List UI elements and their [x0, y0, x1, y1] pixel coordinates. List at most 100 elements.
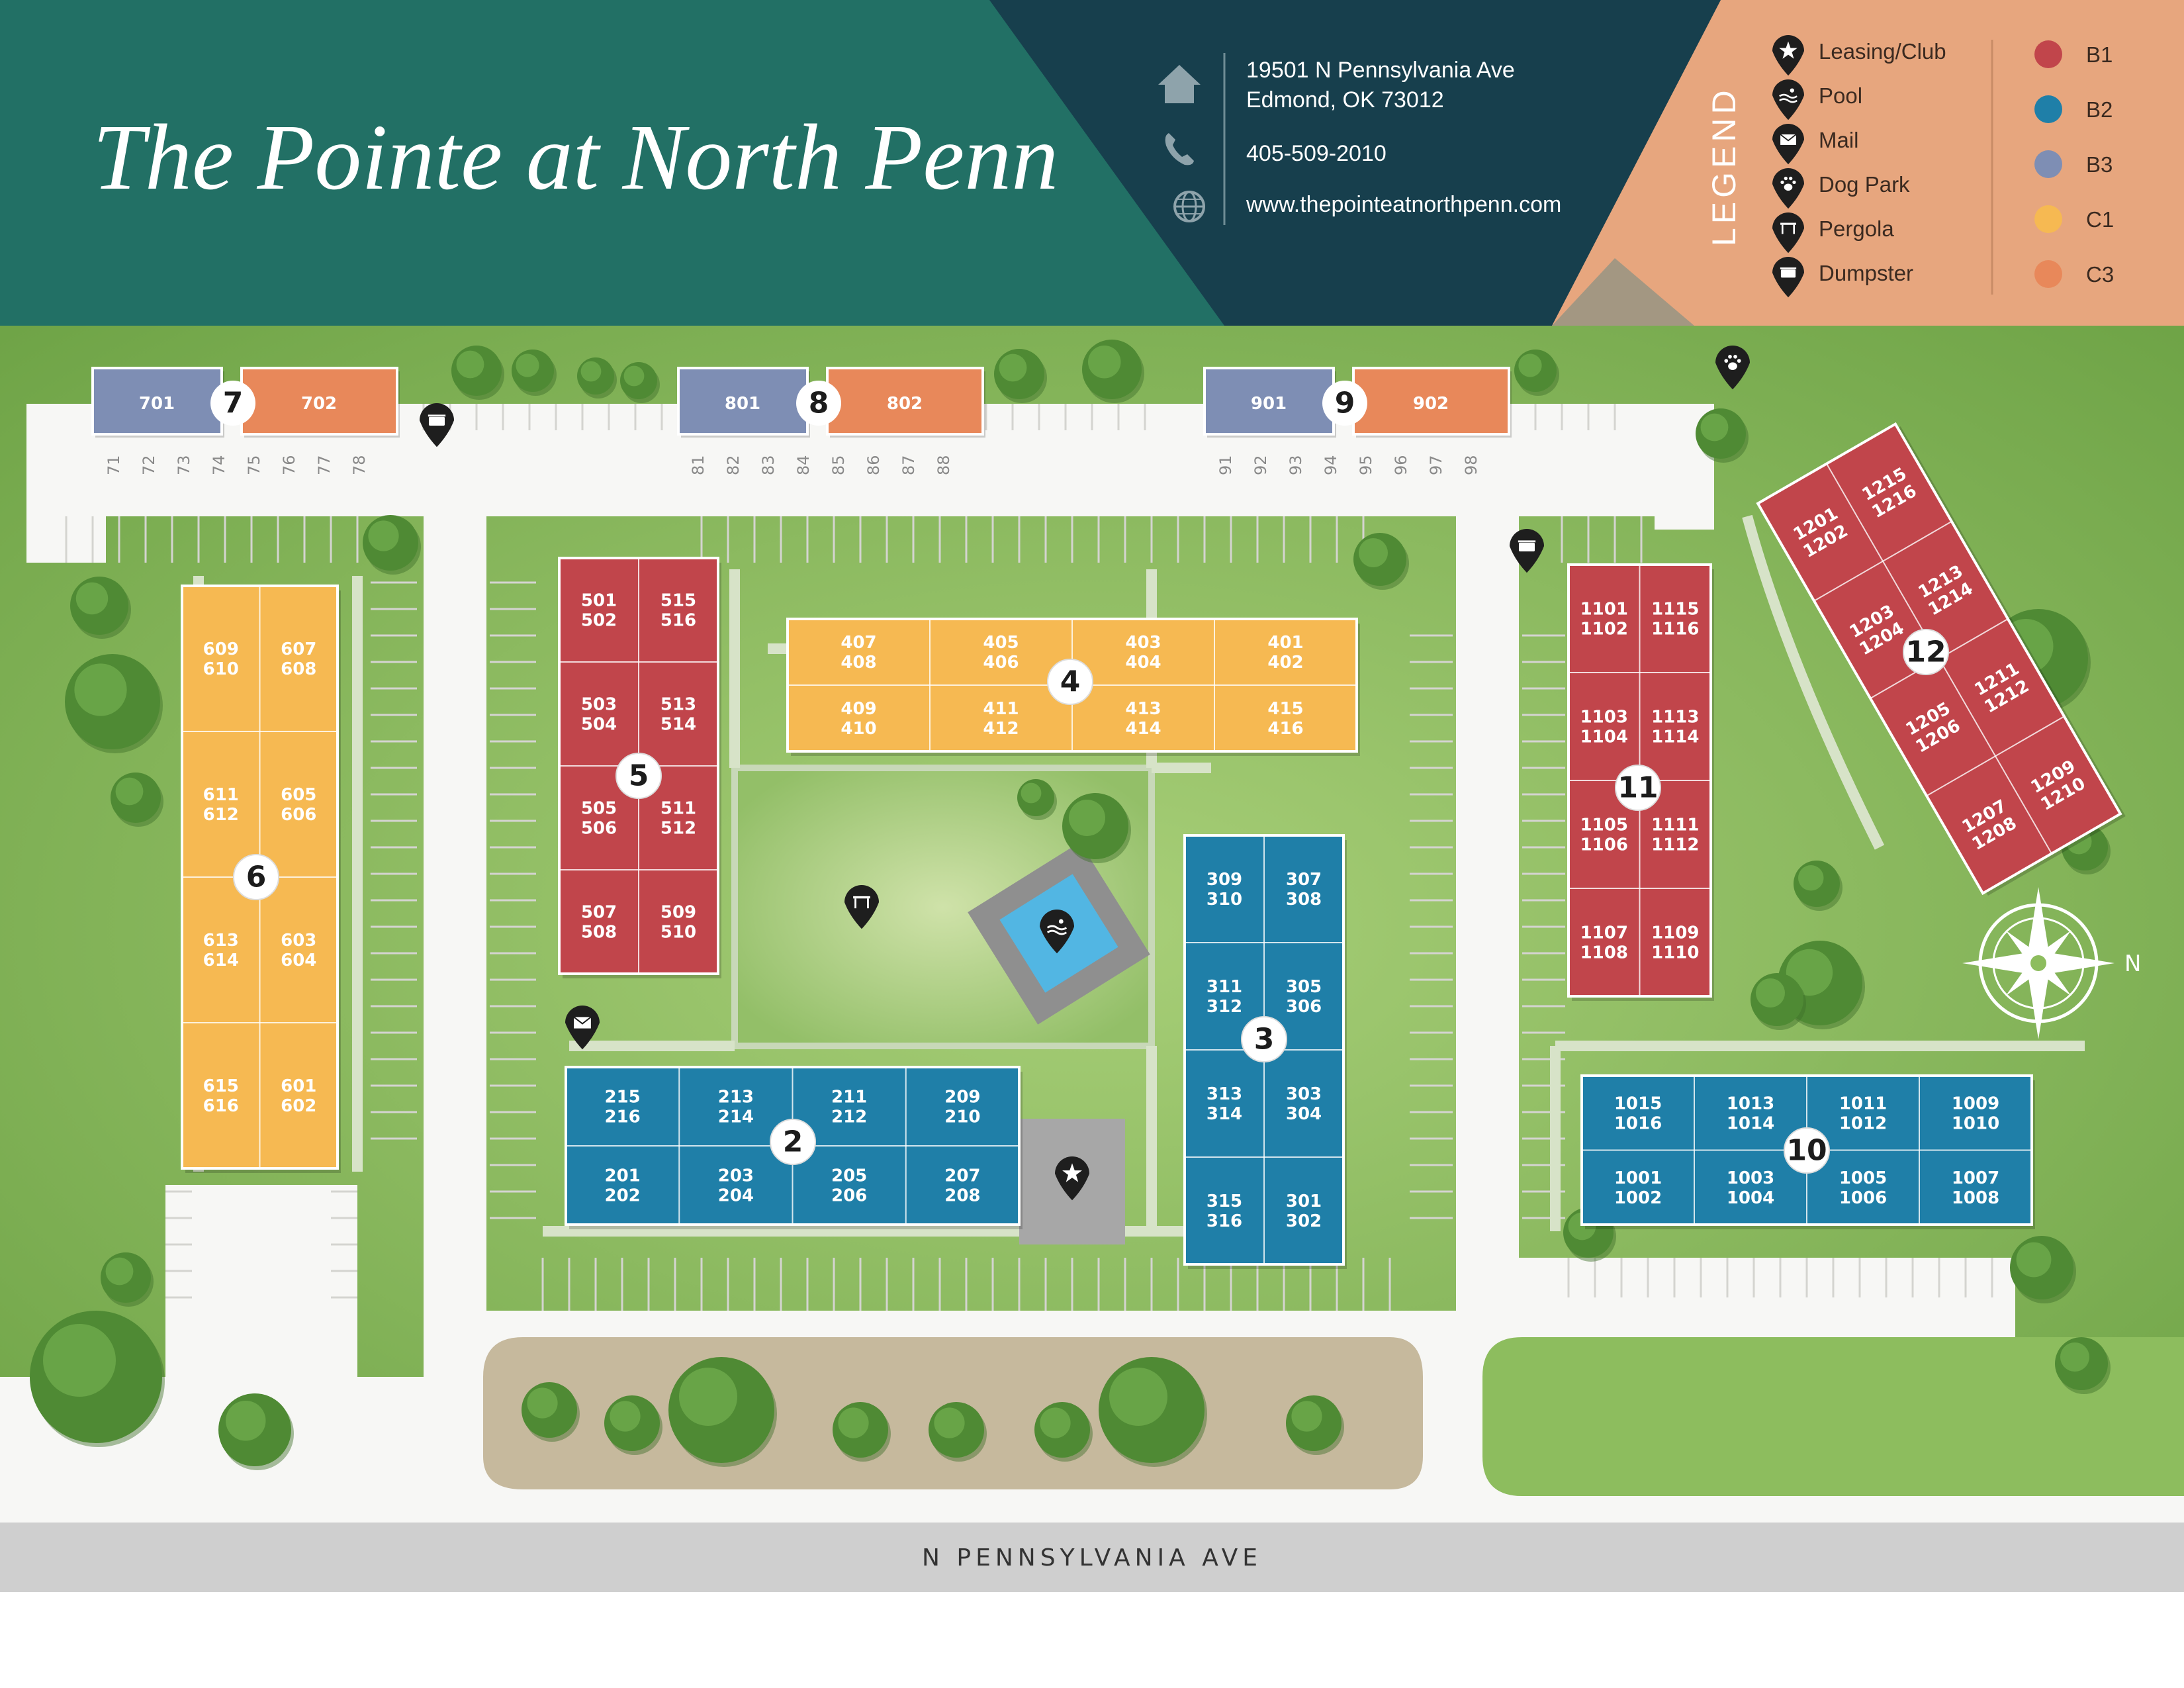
- unit-number[interactable]: 606: [281, 805, 316, 825]
- unit-number[interactable]: 602: [281, 1096, 316, 1116]
- building-2[interactable]: 2152162132142112122092102012022032042052…: [565, 1066, 1023, 1229]
- unit-number[interactable]: 1001: [1614, 1168, 1662, 1188]
- unit-number[interactable]: 608: [281, 659, 316, 679]
- unit-number[interactable]: 216: [604, 1107, 640, 1127]
- building-10[interactable]: 1015101610131014101110121009101010011002…: [1580, 1074, 2035, 1229]
- unit-number[interactable]: 1114: [1651, 727, 1699, 747]
- unit-number[interactable]: 401: [1267, 633, 1303, 653]
- unit-number[interactable]: 1107: [1580, 923, 1628, 943]
- unit-number[interactable]: 1003: [1727, 1168, 1774, 1188]
- unit-number[interactable]: 416: [1267, 719, 1303, 739]
- unit-number[interactable]: 410: [841, 719, 876, 739]
- unit-number[interactable]: 203: [718, 1166, 754, 1186]
- unit-number[interactable]: 1005: [1839, 1168, 1887, 1188]
- unit-number[interactable]: 307: [1286, 870, 1322, 890]
- building-5[interactable]: 5015025155165035045135145055065115125075…: [558, 557, 721, 978]
- unit-number[interactable]: 406: [983, 653, 1019, 673]
- unit-number[interactable]: 412: [983, 719, 1019, 739]
- unit-number[interactable]: 901: [1251, 394, 1287, 414]
- unit-number[interactable]: 510: [660, 923, 696, 943]
- unit-number[interactable]: 509: [660, 903, 696, 923]
- unit-number[interactable]: 407: [841, 633, 876, 653]
- unit-number[interactable]: 202: [604, 1186, 640, 1206]
- unit-number[interactable]: 211: [831, 1088, 867, 1107]
- unit-number[interactable]: 206: [831, 1186, 867, 1206]
- unit-number[interactable]: 201: [604, 1166, 640, 1186]
- unit-number[interactable]: 1113: [1651, 708, 1699, 727]
- unit-number[interactable]: 415: [1267, 699, 1303, 719]
- unit-number[interactable]: 505: [581, 799, 617, 819]
- unit-number[interactable]: 208: [944, 1186, 980, 1206]
- unit-number[interactable]: 304: [1286, 1104, 1322, 1124]
- unit-number[interactable]: 1105: [1580, 816, 1628, 835]
- unit-number[interactable]: 411: [983, 699, 1019, 719]
- unit-number[interactable]: 1002: [1614, 1188, 1662, 1208]
- unit-number[interactable]: 1104: [1580, 727, 1628, 747]
- unit-number[interactable]: 1111: [1651, 816, 1699, 835]
- unit-number[interactable]: 609: [203, 639, 239, 659]
- unit-number[interactable]: 506: [581, 819, 617, 839]
- unit-number[interactable]: 1015: [1614, 1094, 1662, 1113]
- unit-number[interactable]: 306: [1286, 997, 1322, 1017]
- unit-number[interactable]: 409: [841, 699, 876, 719]
- unit-number[interactable]: 403: [1125, 633, 1161, 653]
- unit-number[interactable]: 1112: [1651, 835, 1699, 855]
- unit-number[interactable]: 601: [281, 1076, 316, 1096]
- unit-number[interactable]: 902: [1413, 394, 1449, 414]
- unit-number[interactable]: 512: [660, 819, 696, 839]
- unit-number[interactable]: 215: [604, 1088, 640, 1107]
- unit-number[interactable]: 316: [1206, 1211, 1242, 1231]
- unit-number[interactable]: 1109: [1651, 923, 1699, 943]
- unit-number[interactable]: 1006: [1839, 1188, 1887, 1208]
- website-link[interactable]: www.thepointeatnorthpenn.com: [1246, 192, 1561, 217]
- unit-number[interactable]: 205: [831, 1166, 867, 1186]
- unit-number[interactable]: 312: [1206, 997, 1242, 1017]
- unit-number[interactable]: 508: [581, 923, 617, 943]
- unit-number[interactable]: 1013: [1727, 1094, 1774, 1113]
- unit-number[interactable]: 1012: [1839, 1113, 1887, 1133]
- unit-number[interactable]: 1016: [1614, 1113, 1662, 1133]
- unit-number[interactable]: 404: [1125, 653, 1161, 673]
- building-3[interactable]: 3093103073083113123053063133143033043153…: [1183, 834, 1347, 1269]
- unit-number[interactable]: 503: [581, 695, 617, 715]
- unit-number[interactable]: 701: [139, 394, 175, 414]
- unit-number[interactable]: 1010: [1952, 1113, 1999, 1133]
- unit-number[interactable]: 514: [660, 715, 696, 735]
- unit-number[interactable]: 214: [718, 1107, 754, 1127]
- unit-number[interactable]: 603: [281, 931, 316, 951]
- unit-number[interactable]: 414: [1125, 719, 1161, 739]
- unit-number[interactable]: 305: [1286, 977, 1322, 997]
- unit-number[interactable]: 213: [718, 1088, 754, 1107]
- unit-number[interactable]: 313: [1206, 1084, 1242, 1104]
- unit-number[interactable]: 801: [725, 394, 760, 414]
- unit-number[interactable]: 210: [944, 1107, 980, 1127]
- unit-number[interactable]: 1009: [1952, 1094, 1999, 1113]
- unit-number[interactable]: 616: [203, 1096, 239, 1116]
- unit-number[interactable]: 502: [581, 611, 617, 631]
- unit-number[interactable]: 501: [581, 591, 617, 611]
- building-6[interactable]: 6096106076086116126056066136146036046156…: [181, 585, 341, 1173]
- unit-number[interactable]: 702: [301, 394, 337, 414]
- unit-number[interactable]: 511: [660, 799, 696, 819]
- unit-number[interactable]: 405: [983, 633, 1019, 653]
- unit-number[interactable]: 605: [281, 785, 316, 805]
- unit-number[interactable]: 402: [1267, 653, 1303, 673]
- unit-number[interactable]: 413: [1125, 699, 1161, 719]
- unit-number[interactable]: 1008: [1952, 1188, 1999, 1208]
- unit-number[interactable]: 311: [1206, 977, 1242, 997]
- unit-number[interactable]: 212: [831, 1107, 867, 1127]
- building-4[interactable]: 4074084054064034044014024094104114124134…: [786, 618, 1360, 756]
- unit-number[interactable]: 1103: [1580, 708, 1628, 727]
- unit-number[interactable]: 1108: [1580, 943, 1628, 963]
- unit-number[interactable]: 310: [1206, 890, 1242, 910]
- unit-number[interactable]: 610: [203, 659, 239, 679]
- unit-number[interactable]: 504: [581, 715, 617, 735]
- unit-number[interactable]: 308: [1286, 890, 1322, 910]
- unit-number[interactable]: 604: [281, 951, 316, 970]
- unit-number[interactable]: 1007: [1952, 1168, 1999, 1188]
- unit-number[interactable]: 315: [1206, 1192, 1242, 1211]
- unit-number[interactable]: 1106: [1580, 835, 1628, 855]
- unit-number[interactable]: 207: [944, 1166, 980, 1186]
- unit-number[interactable]: 302: [1286, 1211, 1322, 1231]
